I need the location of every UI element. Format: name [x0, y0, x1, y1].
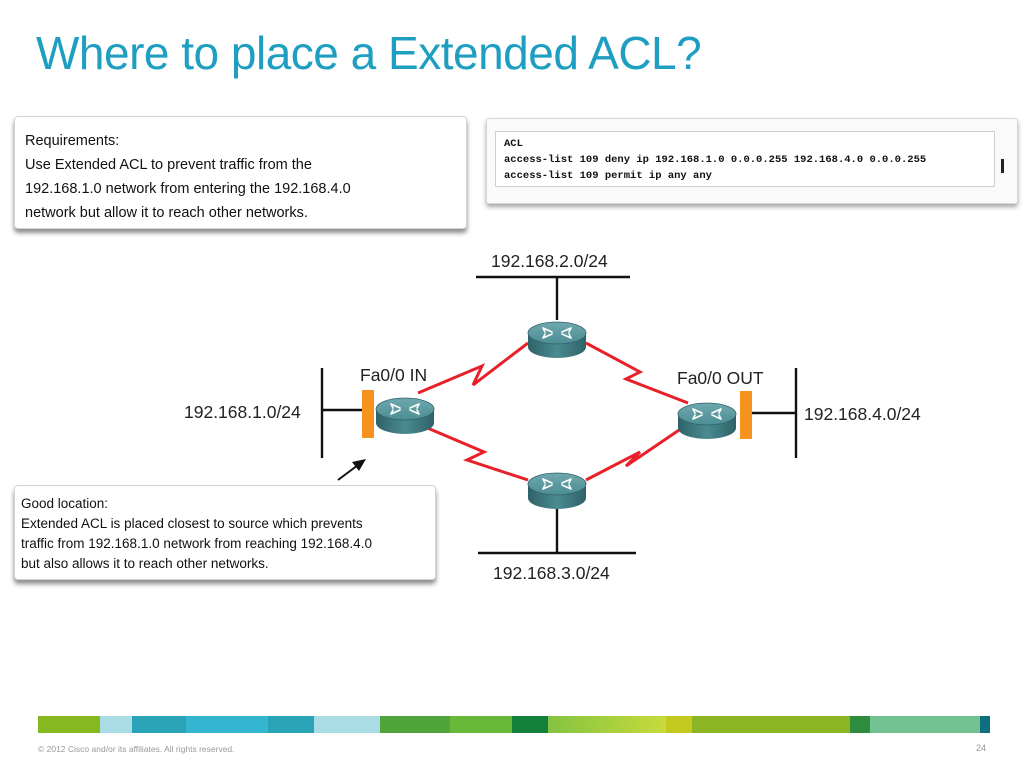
net-label-bottom: 192.168.3.0/24 — [493, 563, 610, 583]
good-location-callout: Good location: Extended ACL is placed cl… — [14, 485, 436, 580]
interface-label-out: Fa0/0 OUT — [677, 368, 764, 388]
good-location-line: Extended ACL is placed closest to source… — [21, 516, 363, 531]
stripe-segment — [380, 716, 450, 733]
interface-marker-right — [740, 391, 752, 439]
good-location-line: but also allows it to reach other networ… — [21, 556, 269, 571]
acl-line: access-list 109 deny ip 192.168.1.0 0.0.… — [504, 154, 927, 166]
acl-line: access-list 109 permit ip any any — [504, 170, 712, 182]
acl-config-text: ACL access-list 109 deny ip 192.168.1.0 … — [495, 131, 995, 187]
router-icon — [527, 472, 587, 510]
stripe-segment — [132, 716, 186, 733]
net-label-right: 192.168.4.0/24 — [804, 404, 921, 424]
stripe-segment — [450, 716, 512, 733]
stripe-segment — [666, 716, 692, 733]
stripe-segment — [870, 716, 980, 733]
acl-heading: ACL — [504, 138, 523, 150]
serial-links — [417, 341, 689, 482]
requirements-callout: Requirements: Use Extended ACL to preven… — [14, 116, 467, 229]
stripe-segment — [186, 716, 268, 733]
acl-config-panel: ACL access-list 109 deny ip 192.168.1.0 … — [486, 118, 1018, 204]
good-location-line: traffic from 192.168.1.0 network from re… — [21, 536, 372, 551]
interface-marker-left — [362, 390, 374, 438]
stripe-segment — [314, 716, 380, 733]
lan-segments — [320, 275, 798, 555]
router-icon — [527, 321, 587, 359]
stripe-segment — [512, 716, 548, 733]
page-number: 24 — [976, 743, 987, 753]
requirements-line: network but allow it to reach other netw… — [25, 205, 308, 221]
requirements-line: Use Extended ACL to prevent traffic from… — [25, 157, 312, 173]
requirements-heading: Requirements: — [25, 133, 120, 149]
stripe-segment — [100, 716, 132, 733]
router-icon — [375, 397, 435, 435]
requirements-line: 192.168.1.0 network from entering the 19… — [25, 181, 351, 197]
stripe-segment — [268, 716, 314, 733]
good-location-heading: Good location: — [21, 496, 109, 511]
footer-color-stripe — [38, 716, 990, 733]
stripe-segment — [692, 716, 850, 733]
stripe-segment — [38, 716, 100, 733]
interface-label-in: Fa0/0 IN — [360, 365, 427, 385]
router-icon — [677, 402, 737, 440]
net-label-left: 192.168.1.0/24 — [184, 402, 301, 422]
pointer-arrow-icon — [337, 459, 366, 481]
copyright-text: © 2012 Cisco and/or its affiliates. All … — [38, 744, 235, 754]
stripe-segment — [980, 716, 990, 733]
scroll-indicator — [1001, 159, 1004, 173]
stripe-segment — [850, 716, 870, 733]
slide-title: Where to place a Extended ACL? — [36, 27, 702, 79]
stripe-segment — [548, 716, 666, 733]
net-label-top: 192.168.2.0/24 — [491, 251, 608, 271]
